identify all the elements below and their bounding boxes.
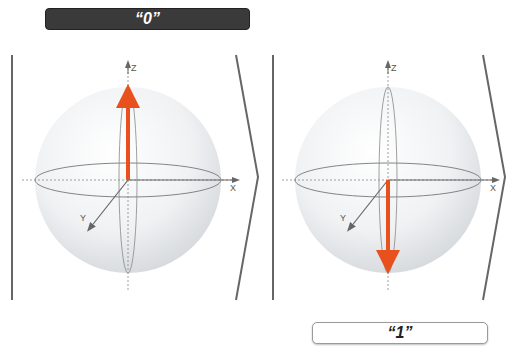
axis-label: Y	[80, 214, 86, 223]
ket-bar	[11, 55, 13, 300]
axis-label: Z	[131, 64, 137, 73]
ket-bracket	[236, 55, 258, 300]
sphere	[282, 64, 498, 292]
axis-label: X	[230, 184, 236, 193]
axis-label: Z	[391, 64, 397, 73]
state-arrow	[126, 96, 130, 180]
sphere	[22, 64, 238, 292]
state-text: “1”	[388, 324, 413, 342]
state-label-light: “1”	[312, 322, 488, 344]
state-arrow	[386, 180, 390, 262]
state-label-dark: “0”	[45, 8, 250, 30]
axis-label: Y	[340, 214, 346, 223]
state-text: “0”	[135, 10, 160, 28]
axis-label: X	[490, 184, 496, 193]
ket-bar	[272, 55, 274, 300]
ket-bracket	[483, 55, 505, 300]
